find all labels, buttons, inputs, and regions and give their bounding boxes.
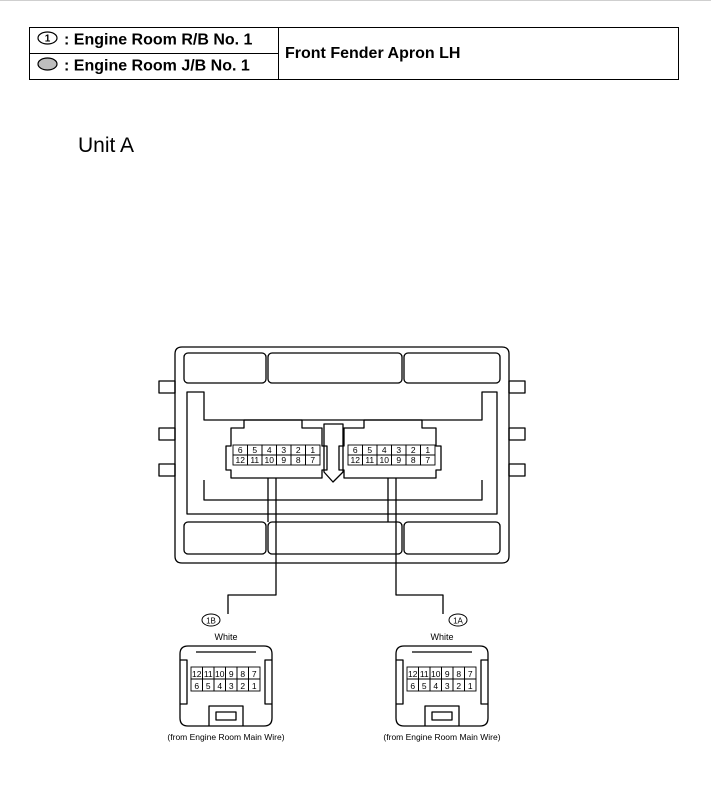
connector-1a-body [395,645,489,727]
pin-number: 11 [420,669,429,679]
location-label: Front Fender Apron LH [285,44,461,62]
pin-number: 4 [433,681,438,691]
pin-number: 6 [194,681,199,691]
pin-number: 9 [445,669,450,679]
pin-number: 12 [192,669,202,679]
pin-number: 11 [365,455,374,465]
pin-number: 5 [422,681,427,691]
pin-number: 4 [382,445,387,455]
svg-text:1: 1 [45,34,51,45]
pin-number: 3 [396,445,401,455]
pin-number: 3 [281,445,286,455]
shaded-oval-icon [37,57,58,76]
pin-number: 3 [229,681,234,691]
svg-text:1A: 1A [453,617,463,626]
connector-1b-source: (from Engine Room Main Wire) [167,732,284,742]
circle-number-icon: 1 [37,31,58,50]
connector-tag-1a: 1A [448,613,468,627]
pin-number: 12 [236,455,246,465]
pin-number: 5 [206,681,211,691]
pin-number: 3 [445,681,450,691]
pin-number: 10 [380,455,390,465]
connector-1b-body [179,645,273,727]
pin-number: 8 [456,669,461,679]
pin-number: 10 [265,455,275,465]
connector-1a-color: White [430,632,453,642]
pin-number: 11 [250,455,259,465]
pin-cell [305,454,321,466]
pin-number: 1 [310,445,315,455]
pin-number: 2 [456,681,461,691]
pin-number: 5 [367,445,372,455]
legend-row-relay-block: 1 : Engine Room R/B No. 1 [29,27,279,54]
pin-cell [464,678,477,692]
legend-label-relay-block: : Engine Room R/B No. 1 [64,31,253,49]
pin-number: 6 [410,681,415,691]
pin-number: 1 [252,681,257,691]
pin-number: 7 [468,669,473,679]
legend-label-junction-block: : Engine Room J/B No. 1 [64,57,250,75]
pin-number: 9 [229,669,234,679]
pin-number: 6 [353,445,358,455]
pin-number: 7 [425,455,430,465]
pin-number: 1 [468,681,473,691]
pin-number: 1 [425,445,430,455]
pin-number: 10 [215,669,225,679]
pin-number: 9 [281,455,286,465]
svg-text:1B: 1B [206,617,216,626]
pin-number: 12 [351,455,361,465]
pin-number: 8 [240,669,245,679]
legend-table: 1 : Engine Room R/B No. 1 Front Fender A… [29,27,679,80]
pin-cell [420,454,436,466]
connector-1b-color: White [214,632,237,642]
pin-number: 5 [252,445,257,455]
pin-number: 2 [411,445,416,455]
pin-number: 7 [310,455,315,465]
connector-1a-source: (from Engine Room Main Wire) [383,732,500,742]
pin-number: 2 [240,681,245,691]
pin-number: 2 [296,445,301,455]
pin-number: 9 [396,455,401,465]
location-cell: Front Fender Apron LH [278,27,679,80]
pin-number: 4 [267,445,272,455]
pin-number: 6 [238,445,243,455]
pin-number: 11 [204,669,213,679]
connector-tag-1b: 1B [201,613,221,627]
pin-number: 8 [411,455,416,465]
pin-number: 7 [252,669,257,679]
pin-cell [248,678,261,692]
pin-number: 8 [296,455,301,465]
pin-number: 12 [408,669,418,679]
pin-number: 4 [217,681,222,691]
block-housing [158,346,526,614]
page-top-rule [0,0,711,1]
pin-number: 10 [431,669,441,679]
unit-title: Unit A [78,134,135,157]
legend-row-junction-block: : Engine Room J/B No. 1 [29,53,279,80]
